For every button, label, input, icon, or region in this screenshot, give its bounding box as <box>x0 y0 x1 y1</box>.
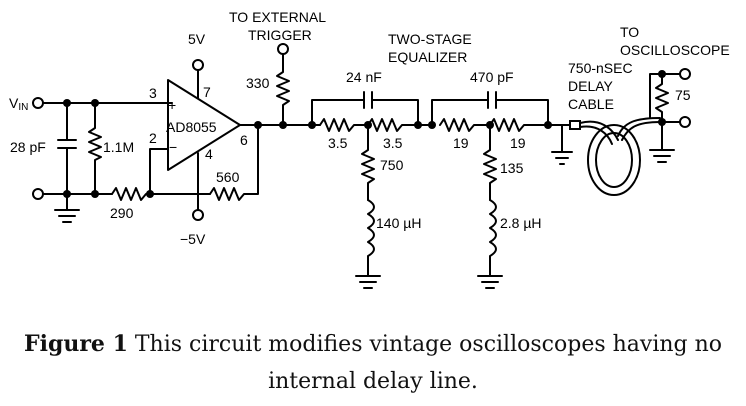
cable-coil <box>587 124 641 196</box>
vin-terminal <box>32 97 44 109</box>
r750-label: 750 <box>380 157 404 173</box>
r3-5a-label: 3.5 <box>328 135 348 151</box>
opamp-label: AD8055 <box>166 119 217 135</box>
r330-label: 330 <box>246 75 270 91</box>
vpos-terminal <box>192 59 204 71</box>
opamp-ad8055 <box>167 59 241 221</box>
plus-input-label: + <box>168 97 176 113</box>
pin6-label: 6 <box>240 132 248 148</box>
gain-resistor-290 <box>111 187 211 201</box>
delay-cable <box>551 73 681 196</box>
c24nf-label: 24 nF <box>346 69 382 85</box>
cable-label-line3: CABLE <box>568 96 614 112</box>
figure-caption: Figure 1 This circuit modifies vintage o… <box>0 326 746 400</box>
scope-label-line2: OSCILLOSCOPE <box>620 42 730 58</box>
r290-label: 290 <box>110 205 134 221</box>
eq2-shunt-resistor <box>483 124 497 201</box>
eq1-bridge-capacitor <box>311 91 419 126</box>
r560-label: 560 <box>216 169 240 185</box>
pin3-label: 3 <box>149 85 157 101</box>
vneg-terminal <box>192 209 204 221</box>
termination-resistor-75 <box>655 73 669 151</box>
figure-caption-label: Figure 1 <box>23 331 128 357</box>
oscilloscope-output <box>649 68 691 163</box>
input-ground-terminal <box>32 188 44 200</box>
eq2-bridge-capacitor <box>431 91 549 126</box>
scope-label-line1: TO <box>620 24 639 40</box>
input-resistor <box>88 102 102 195</box>
component-labels: VIN 28 pF 1.1M 290 560 AD8055 3 2 7 4 6 … <box>9 9 730 247</box>
figure-caption-text: This circuit modifies vintage oscillosco… <box>127 332 723 394</box>
r75-label: 75 <box>675 87 691 103</box>
vneg-label: −5V <box>180 231 206 247</box>
minus-input-label: − <box>169 139 177 155</box>
ground-symbol <box>54 193 80 223</box>
eq1-shunt-resistor <box>361 124 375 201</box>
eq1-shunt-inductor <box>367 199 375 277</box>
input-section <box>32 97 259 223</box>
equalizer-label-line2: EQUALIZER <box>388 49 467 65</box>
pin4-label: 4 <box>205 146 213 162</box>
delay-line-schematic: VIN 28 pF 1.1M 290 560 AD8055 3 2 7 4 6 … <box>9 9 730 289</box>
trigger-label-line1: TO EXTERNAL <box>229 9 326 25</box>
input-capacitor-label: 28 pF <box>10 139 46 155</box>
l140uh-label: 140 µH <box>376 215 421 231</box>
trigger-label-line2: TRIGGER <box>248 27 312 43</box>
cable-label-line2: DELAY <box>568 78 614 94</box>
r19b-label: 19 <box>510 135 526 151</box>
eq2-shunt-inductor <box>489 199 497 277</box>
feedback-resistor-560 <box>209 124 259 201</box>
pin7-label: 7 <box>203 84 211 100</box>
vpos-label: 5V <box>188 31 206 47</box>
output-network <box>239 43 571 289</box>
equalizer-label-line1: TWO-STAGE <box>388 31 472 47</box>
l2-8uh-label: 2.8 µH <box>500 215 542 231</box>
vin-label: VIN <box>9 95 28 113</box>
input-resistor-label: 1.1M <box>103 139 134 155</box>
trigger-terminal <box>277 43 289 55</box>
r19a-label: 19 <box>453 135 469 151</box>
trigger-resistor-330 <box>276 53 290 126</box>
scope-terminal-bottom <box>679 116 691 128</box>
c470pf-label: 470 pF <box>470 69 514 85</box>
r135-label: 135 <box>500 160 524 176</box>
scope-terminal-top <box>679 68 691 80</box>
input-capacitor <box>57 102 77 195</box>
r3-5b-label: 3.5 <box>383 135 403 151</box>
pin2-label: 2 <box>149 130 157 146</box>
cable-label-line1: 750-nSEC <box>568 60 633 76</box>
